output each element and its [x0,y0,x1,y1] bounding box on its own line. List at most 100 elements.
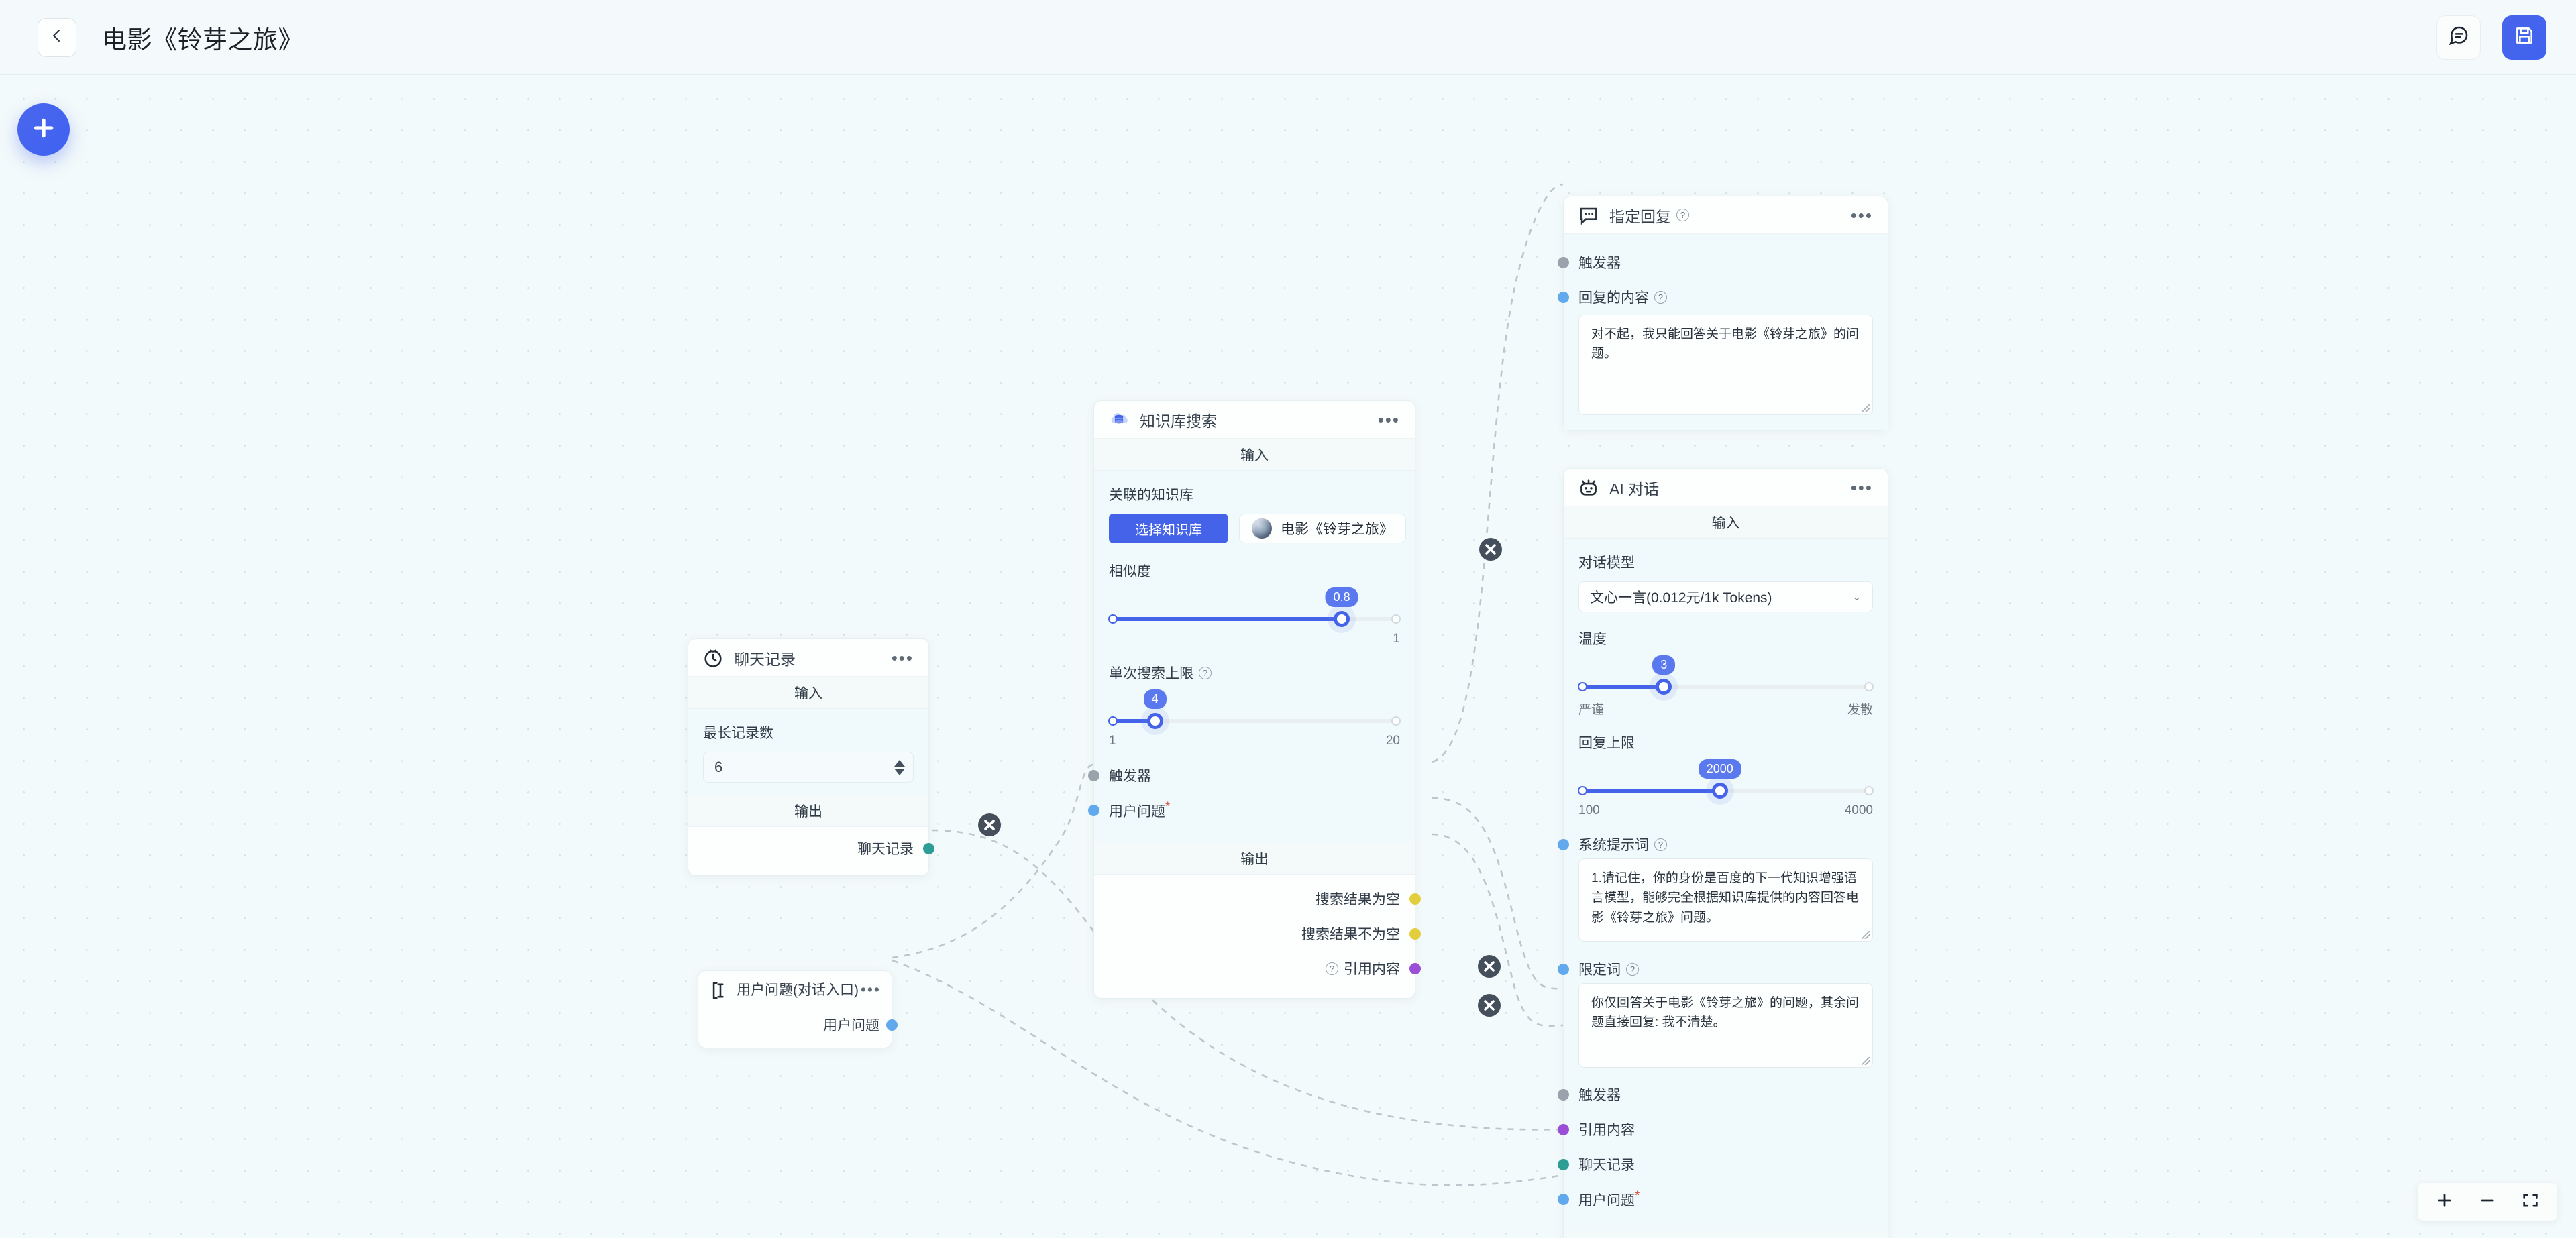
node-ai-chat[interactable]: AI 对话 ••• 输入 对话模型 文心一言(0.012元/1k Tokens)… [1558,468,1888,1238]
node-specified-reply[interactable]: 指定回复 ? ••• 触发器 回复的内容 ? 对不起，我只能回答关于电影《铃芽之… [1558,196,1888,431]
linked-kb-label: 关联的知识库 [1109,488,1193,503]
node-user-question[interactable]: 用户问题(对话入口) ••• 用户问题 [698,970,898,1048]
port-result-not-empty[interactable]: 搜索结果不为空 [1109,916,1421,951]
model-select[interactable]: 文心一言(0.012元/1k Tokens) ⌄ [1578,581,1873,612]
port-label: 回复的内容 [1578,290,1649,306]
similarity-slider[interactable]: 0.8 [1108,587,1401,634]
max-records-input[interactable]: 6 [703,752,914,783]
port-quote-content[interactable]: ? 引用内容 [1109,951,1421,986]
port-label: 用户问题 [823,1018,879,1033]
port-dot[interactable] [1409,893,1421,905]
port-quote-content[interactable]: 引用内容 [1558,1112,1873,1147]
node-header[interactable]: 用户问题(对话入口) ••• [698,971,892,1007]
node-menu-button[interactable]: ••• [1850,205,1873,225]
node-header[interactable]: 指定回复 ? ••• [1564,196,1888,234]
model-select-value: 文心一言(0.012元/1k Tokens) [1590,590,1772,606]
port-trigger[interactable]: 触发器 [1558,245,1873,280]
port-dot[interactable] [1558,1158,1569,1170]
port-dot[interactable] [1558,963,1569,975]
stepper-down-icon[interactable] [894,768,905,775]
knowledge-base-chip[interactable]: 电影《铃芽之旅》 [1239,514,1406,543]
port-user-question[interactable]: 用户问题* [1558,1182,1873,1217]
port-chat-history[interactable]: 聊天记录 [703,831,934,866]
search-limit-scale: 1 20 [1109,734,1400,748]
node-title: 聊天记录 [734,650,796,668]
port-user-question[interactable]: 用户问题* [1088,793,1400,828]
slider-thumb[interactable] [1711,783,1728,799]
required-mark: * [1165,799,1171,814]
help-icon[interactable]: ? [1626,962,1639,976]
edge-delete-button[interactable] [1478,994,1501,1017]
chat-preview-button[interactable] [2436,15,2481,60]
slider-thumb[interactable] [1146,713,1163,729]
port-reply-content[interactable]: 回复的内容 ? [1558,280,1873,315]
edge-delete-button[interactable] [978,813,1001,836]
port-user-question[interactable]: 用户问题 [710,1010,898,1039]
add-node-button[interactable] [17,103,70,156]
qualifier-textarea[interactable]: 你仅回答关于电影《铃芽之旅》的问题，其余问题直接回复: 我不清楚。 [1578,983,1873,1068]
knowledge-base-avatar [1252,518,1272,539]
port-dot[interactable] [1088,804,1099,816]
node-header[interactable]: 知识库搜索 ••• [1094,401,1415,439]
port-dot[interactable] [923,842,934,854]
port-dot[interactable] [1409,962,1421,974]
scale-max: 20 [1385,734,1400,748]
reply-limit-slider[interactable]: 2000 [1578,759,1874,806]
slider-cap-right [1391,614,1401,624]
fit-screen-button[interactable] [2521,1191,2540,1213]
port-label: 引用内容 [1344,962,1400,977]
node-title: 知识库搜索 [1140,412,1217,430]
port-result-empty[interactable]: 搜索结果为空 [1109,881,1421,916]
help-icon[interactable]: ? [1654,838,1667,851]
port-dot[interactable] [1558,256,1569,268]
number-stepper[interactable] [894,759,909,775]
help-icon[interactable]: ? [1326,962,1338,975]
system-prompt-textarea[interactable]: 1.请记住，你的身份是百度的下一代知识增强语言模型，能够完全根据知识库提供的内容… [1578,858,1873,942]
port-qualifier[interactable]: 限定词 ? [1558,955,1873,983]
node-menu-button[interactable]: ••• [860,980,881,998]
temperature-slider[interactable]: 3 [1578,655,1874,702]
node-menu-button[interactable]: ••• [1850,477,1873,498]
port-dot[interactable] [1558,838,1569,850]
node-menu-button[interactable]: ••• [891,647,914,668]
edge-delete-button[interactable] [1478,955,1501,978]
port-dot[interactable] [1088,769,1099,781]
back-button[interactable] [38,17,76,57]
port-dot[interactable] [1558,1088,1569,1101]
search-limit-label: 单次搜索上限 ? [1109,663,1400,683]
node-header[interactable]: AI 对话 ••• [1564,469,1888,506]
select-knowledge-base-button[interactable]: 选择知识库 [1109,514,1228,543]
zoom-out-button[interactable] [2478,1191,2497,1213]
slider-thumb[interactable] [1656,679,1672,695]
port-system-prompt[interactable]: 系统提示词 ? [1558,830,1873,858]
node-knowledge-search[interactable]: 知识库搜索 ••• 输入 关联的知识库 选择知识库 电影《铃芽之旅》 相似度 0… [1088,400,1421,999]
port-dot[interactable] [1558,291,1569,303]
zoom-in-button[interactable] [2435,1191,2454,1213]
port-dot[interactable] [1558,1193,1569,1205]
help-icon[interactable]: ? [1654,290,1667,304]
search-limit-slider[interactable]: 4 [1108,689,1401,736]
port-trigger[interactable]: 触发器 [1088,758,1400,793]
edge-delete-button[interactable] [1479,538,1502,561]
port-trigger[interactable]: 触发器 [1558,1077,1873,1112]
save-button[interactable] [2502,15,2546,60]
slider-track [1109,719,1400,723]
node-header[interactable]: 聊天记录 ••• [688,639,928,677]
port-chat-history[interactable]: 聊天记录 [1558,1147,1873,1182]
section-input-header: 输入 [1094,439,1415,471]
node-chat-history[interactable]: 聊天记录 ••• 输入 最长记录数 6 输出 聊天记录 [688,638,934,876]
required-mark: * [1635,1188,1640,1203]
stepper-up-icon[interactable] [894,759,905,767]
reply-content-textarea[interactable]: 对不起，我只能回答关于电影《铃芽之旅》的问题。 [1578,315,1873,415]
port-dot[interactable] [1409,927,1421,940]
port-dot[interactable] [886,1019,898,1031]
slider-thumb[interactable] [1334,611,1350,627]
port-label-text: 用户问题 [1578,1192,1635,1208]
flow-canvas[interactable]: 指定回复 ? ••• 触发器 回复的内容 ? 对不起，我只能回答关于电影《铃芽之… [0,75,2576,1238]
zoom-toolbar[interactable] [2418,1183,2557,1221]
help-icon[interactable]: ? [1676,209,1689,221]
temperature-label: 温度 [1578,632,1607,647]
node-menu-button[interactable]: ••• [1377,409,1400,430]
port-dot[interactable] [1558,1123,1569,1135]
help-icon[interactable]: ? [1199,666,1212,679]
